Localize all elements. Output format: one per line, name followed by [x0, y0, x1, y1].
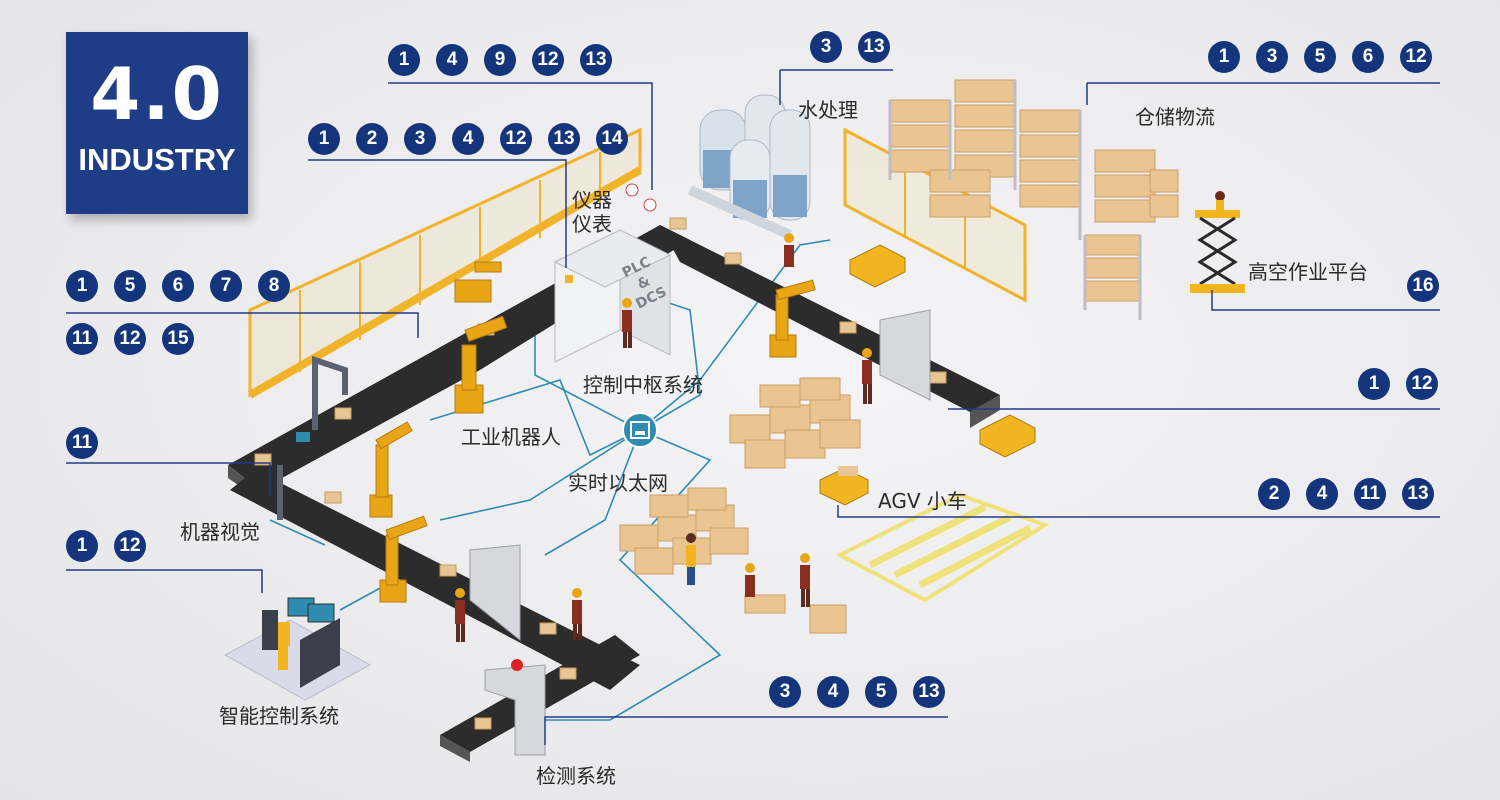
callout-number-robot-a: 7	[210, 270, 242, 302]
leader-lines	[66, 69, 1440, 745]
box-stacks	[619, 377, 861, 634]
callout-number-instrument: 13	[580, 44, 612, 76]
callout-number-instrument: 4	[436, 44, 468, 76]
label-inspection: 检测系统	[536, 764, 616, 788]
callout-number-warehouse: 1	[1208, 41, 1240, 73]
callout-number-agv: 2	[1258, 478, 1290, 510]
label-industrial-robot: 工业机器人	[461, 425, 561, 449]
warehouse-shelves	[888, 79, 1179, 320]
label-machine-vision: 机器视觉	[180, 520, 260, 544]
callout-number-control: 14	[596, 123, 628, 155]
callout-conveyor: 1 12	[1358, 368, 1438, 400]
callout-number-control: 12	[500, 123, 532, 155]
callout-number-vision: 11	[66, 427, 98, 459]
plc-cabinet	[553, 183, 672, 363]
callout-number-agv: 4	[1306, 478, 1338, 510]
inspection-gates	[469, 309, 931, 756]
callout-number-control: 3	[404, 123, 436, 155]
callout-number-smart: 12	[114, 530, 146, 562]
workers	[455, 233, 872, 642]
label-smart-control: 智能控制系统	[219, 704, 339, 728]
label-agv: AGV 小车	[878, 489, 967, 513]
callout-number-water: 3	[810, 31, 842, 63]
logo-version: 4.0	[90, 52, 224, 136]
label-control-hub: 控制中枢系统	[583, 373, 703, 397]
callout-number-water: 13	[858, 31, 890, 63]
label-water-treatment: 水处理	[798, 98, 858, 122]
logo-word: INDUSTRY	[78, 142, 236, 177]
control-station	[223, 597, 372, 701]
callout-number-control: 2	[356, 123, 388, 155]
callout-number-conveyor: 1	[1358, 368, 1390, 400]
callout-number-instrument: 12	[532, 44, 564, 76]
callout-lift: 16	[1407, 270, 1439, 302]
callout-number-control: 13	[548, 123, 580, 155]
callout-number-control: 4	[452, 123, 484, 155]
callout-number-warehouse: 3	[1256, 41, 1288, 73]
label-warehouse: 仓储物流	[1135, 105, 1215, 129]
robot-arms	[369, 261, 816, 603]
callout-number-warehouse: 12	[1400, 41, 1432, 73]
callout-number-inspection: 5	[865, 676, 897, 708]
callout-water: 3 13	[810, 31, 890, 63]
callout-number-inspection: 4	[817, 676, 849, 708]
water-tanks	[687, 94, 811, 240]
callout-number-warehouse: 6	[1352, 41, 1384, 73]
callout-number-agv: 13	[1402, 478, 1434, 510]
callout-number-robot-a: 1	[66, 270, 98, 302]
callout-smart: 1 12	[66, 530, 146, 562]
callout-number-smart: 1	[66, 530, 98, 562]
callout-number-inspection: 3	[769, 676, 801, 708]
ethernet-hub-icon	[622, 412, 658, 448]
callout-number-lift: 16	[1407, 270, 1439, 302]
label-instrument-line1: 仪器	[572, 188, 612, 212]
label-instrument-line2: 仪表	[572, 212, 612, 236]
scissor-lift	[1190, 191, 1245, 293]
vision-gantry	[277, 355, 348, 520]
callout-number-robot-a: 5	[114, 270, 146, 302]
callout-number-instrument: 9	[484, 44, 516, 76]
label-aerial-platform: 高空作业平台	[1248, 260, 1368, 284]
callout-number-robot-b: 12	[114, 323, 146, 355]
callout-number-robot-a: 8	[258, 270, 290, 302]
callout-number-robot-b: 15	[162, 323, 194, 355]
callout-number-robot-a: 6	[162, 270, 194, 302]
industry-4-logo: 4.0 INDUSTRY	[66, 32, 248, 214]
callout-number-warehouse: 5	[1304, 41, 1336, 73]
callout-number-control: 1	[308, 123, 340, 155]
callout-vision: 11	[66, 427, 98, 459]
label-instrument: 仪器 仪表	[572, 188, 612, 236]
callout-number-inspection: 13	[913, 676, 945, 708]
callout-number-agv: 11	[1354, 478, 1386, 510]
agv-vehicles	[819, 244, 1036, 506]
label-realtime-ethernet: 实时以太网	[568, 471, 668, 495]
callout-robot-b: 11 12 15	[66, 323, 194, 355]
callout-number-instrument: 1	[388, 44, 420, 76]
callout-number-conveyor: 12	[1406, 368, 1438, 400]
callout-number-robot-b: 11	[66, 323, 98, 355]
